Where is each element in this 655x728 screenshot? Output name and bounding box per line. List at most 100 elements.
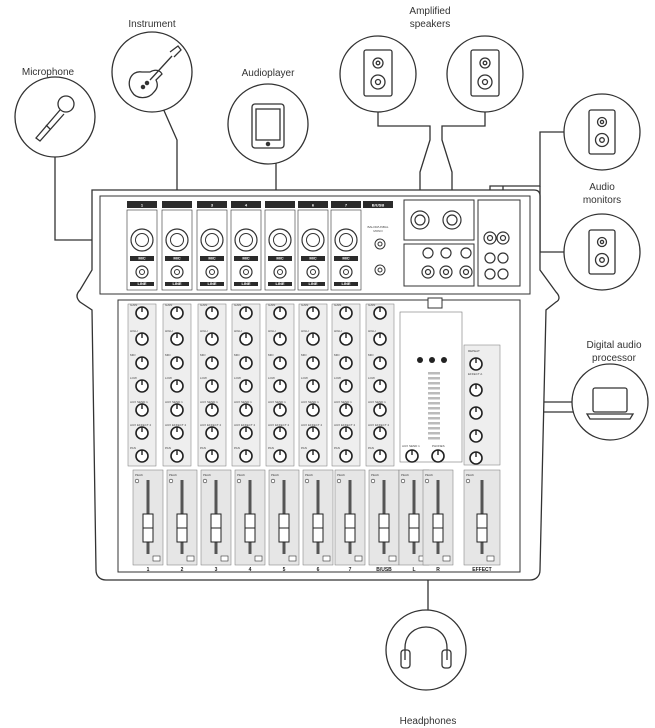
channel-number: 2: [181, 567, 184, 573]
xlr-input-core: [339, 233, 353, 247]
strip-header-label: 1: [141, 203, 144, 208]
knob-label: LOW: [334, 376, 341, 380]
line-label: LINE: [341, 281, 350, 286]
aux-send-label: AUX SEND 1: [402, 444, 420, 448]
knob-label: PAN: [130, 446, 136, 450]
knob-label: MID: [301, 353, 307, 357]
knob-label: HIGH: [130, 329, 138, 333]
audio-monitor-bottom: [563, 213, 641, 291]
peak-label: PEAK: [305, 473, 313, 477]
strip-header-label: 4: [245, 203, 248, 208]
audio-monitor-top: [563, 93, 641, 171]
mic-label: MIC: [309, 256, 316, 261]
knob-label: AUX SEND 1: [368, 400, 386, 404]
channel-number: 1: [147, 567, 150, 573]
strip-header: [197, 201, 227, 208]
digital-processor-device: [571, 363, 649, 441]
knob-label: PAN: [165, 446, 171, 450]
knob-label: PAN: [268, 446, 274, 450]
peak-label: PEAK: [401, 473, 409, 477]
knob-label: PAN: [368, 446, 374, 450]
knob-label: HIGH: [268, 329, 276, 333]
knob-label: LOW: [368, 376, 375, 380]
knob-label: AUX SEND 1: [165, 400, 183, 404]
line-input-core: [343, 269, 349, 275]
line-label: LINE: [308, 281, 317, 286]
pfl-button: [322, 555, 331, 562]
main-out-xlr: [410, 210, 462, 230]
line-input-core: [243, 269, 249, 275]
knob-label: HIGH: [234, 329, 242, 333]
headphones-device: [385, 609, 467, 691]
fader-strips: PEAK1PEAK2PEAK3PEAK4PEAK5PEAK6PEAK7PEAKB…: [132, 469, 501, 573]
meter-segment: [428, 382, 440, 385]
knob-label: LOW: [301, 376, 308, 380]
line-input-core: [139, 269, 145, 275]
xlr-input-core: [306, 233, 320, 247]
line-tag: [165, 282, 189, 286]
peak-led: [270, 478, 276, 484]
line-input-core: [277, 269, 283, 275]
headphones-label: Headphones: [400, 716, 457, 727]
peak-label: PEAK: [203, 473, 211, 477]
instrument-device: [111, 31, 193, 113]
knob-label: MID: [268, 353, 274, 357]
strip-header: [331, 201, 361, 208]
speaker-icon: [588, 229, 616, 275]
channel-input-bay: [264, 209, 296, 291]
peak-label: PEAK: [135, 473, 143, 477]
knob-label: HIGH: [165, 329, 173, 333]
channel-input-bay: [230, 209, 262, 291]
headphones-icon: [400, 626, 452, 669]
knob-label: AUX EFFECT 2: [334, 423, 355, 427]
pfl-button: [354, 555, 363, 562]
fx-jacks: [421, 247, 473, 279]
line-input-core: [174, 269, 180, 275]
knob-label: GAIN: [234, 303, 241, 307]
processor-label-line1: Digital audio: [586, 340, 641, 351]
knob-label: HIGH: [200, 329, 208, 333]
knob-label: AUX EFFECT 2: [130, 423, 151, 427]
knob-label: AUX SEND 1: [130, 400, 148, 404]
amplified-speaker-right: [446, 35, 524, 113]
knob-label: PAN: [234, 446, 240, 450]
mic-line-tag: [200, 256, 224, 261]
knob-label: HIGH: [368, 329, 376, 333]
knob-label: AUX EFFECT 2: [200, 423, 221, 427]
speaker-icon: [470, 49, 500, 97]
meter-segment: [428, 372, 440, 375]
strip-header-label: 7: [345, 203, 348, 208]
channel-number: L: [412, 567, 415, 573]
pfl-button: [220, 555, 229, 562]
peak-label: PEAK: [466, 473, 474, 477]
peak-led: [236, 478, 242, 484]
knob-label: AUX EFFECT 2: [234, 423, 255, 427]
strip-header: [162, 201, 192, 208]
peak-label: PEAK: [271, 473, 279, 477]
channel-knobs: GAIN HIGH MID LOW AUX SEND 1 AUX EFFECT 2 PAN G…: [127, 303, 395, 467]
knob-label: GAIN: [165, 303, 172, 307]
meter-segment: [428, 437, 440, 440]
channel-number: R: [436, 567, 440, 573]
channel-number: 7: [349, 567, 352, 573]
knob-label: AUX SEND 1: [301, 400, 319, 404]
line-label: LINE: [172, 281, 181, 286]
strip-header: [231, 201, 261, 208]
channel-input-bay: [330, 209, 362, 291]
peak-label: PEAK: [371, 473, 379, 477]
phones-label: PHONES: [432, 444, 445, 448]
line-input-core: [209, 269, 215, 275]
audioplayer-device: [227, 83, 309, 165]
effect-label: EFFECT A: [468, 372, 482, 376]
knob-label: LOW: [130, 376, 137, 380]
knob-label: GAIN: [130, 303, 137, 307]
speaker-icon: [363, 49, 393, 97]
knob-label: GAIN: [334, 303, 341, 307]
knob-label: AUX EFFECT 2: [268, 423, 289, 427]
knob-label: AUX EFFECT 2: [368, 423, 389, 427]
line-tag: [200, 282, 224, 286]
